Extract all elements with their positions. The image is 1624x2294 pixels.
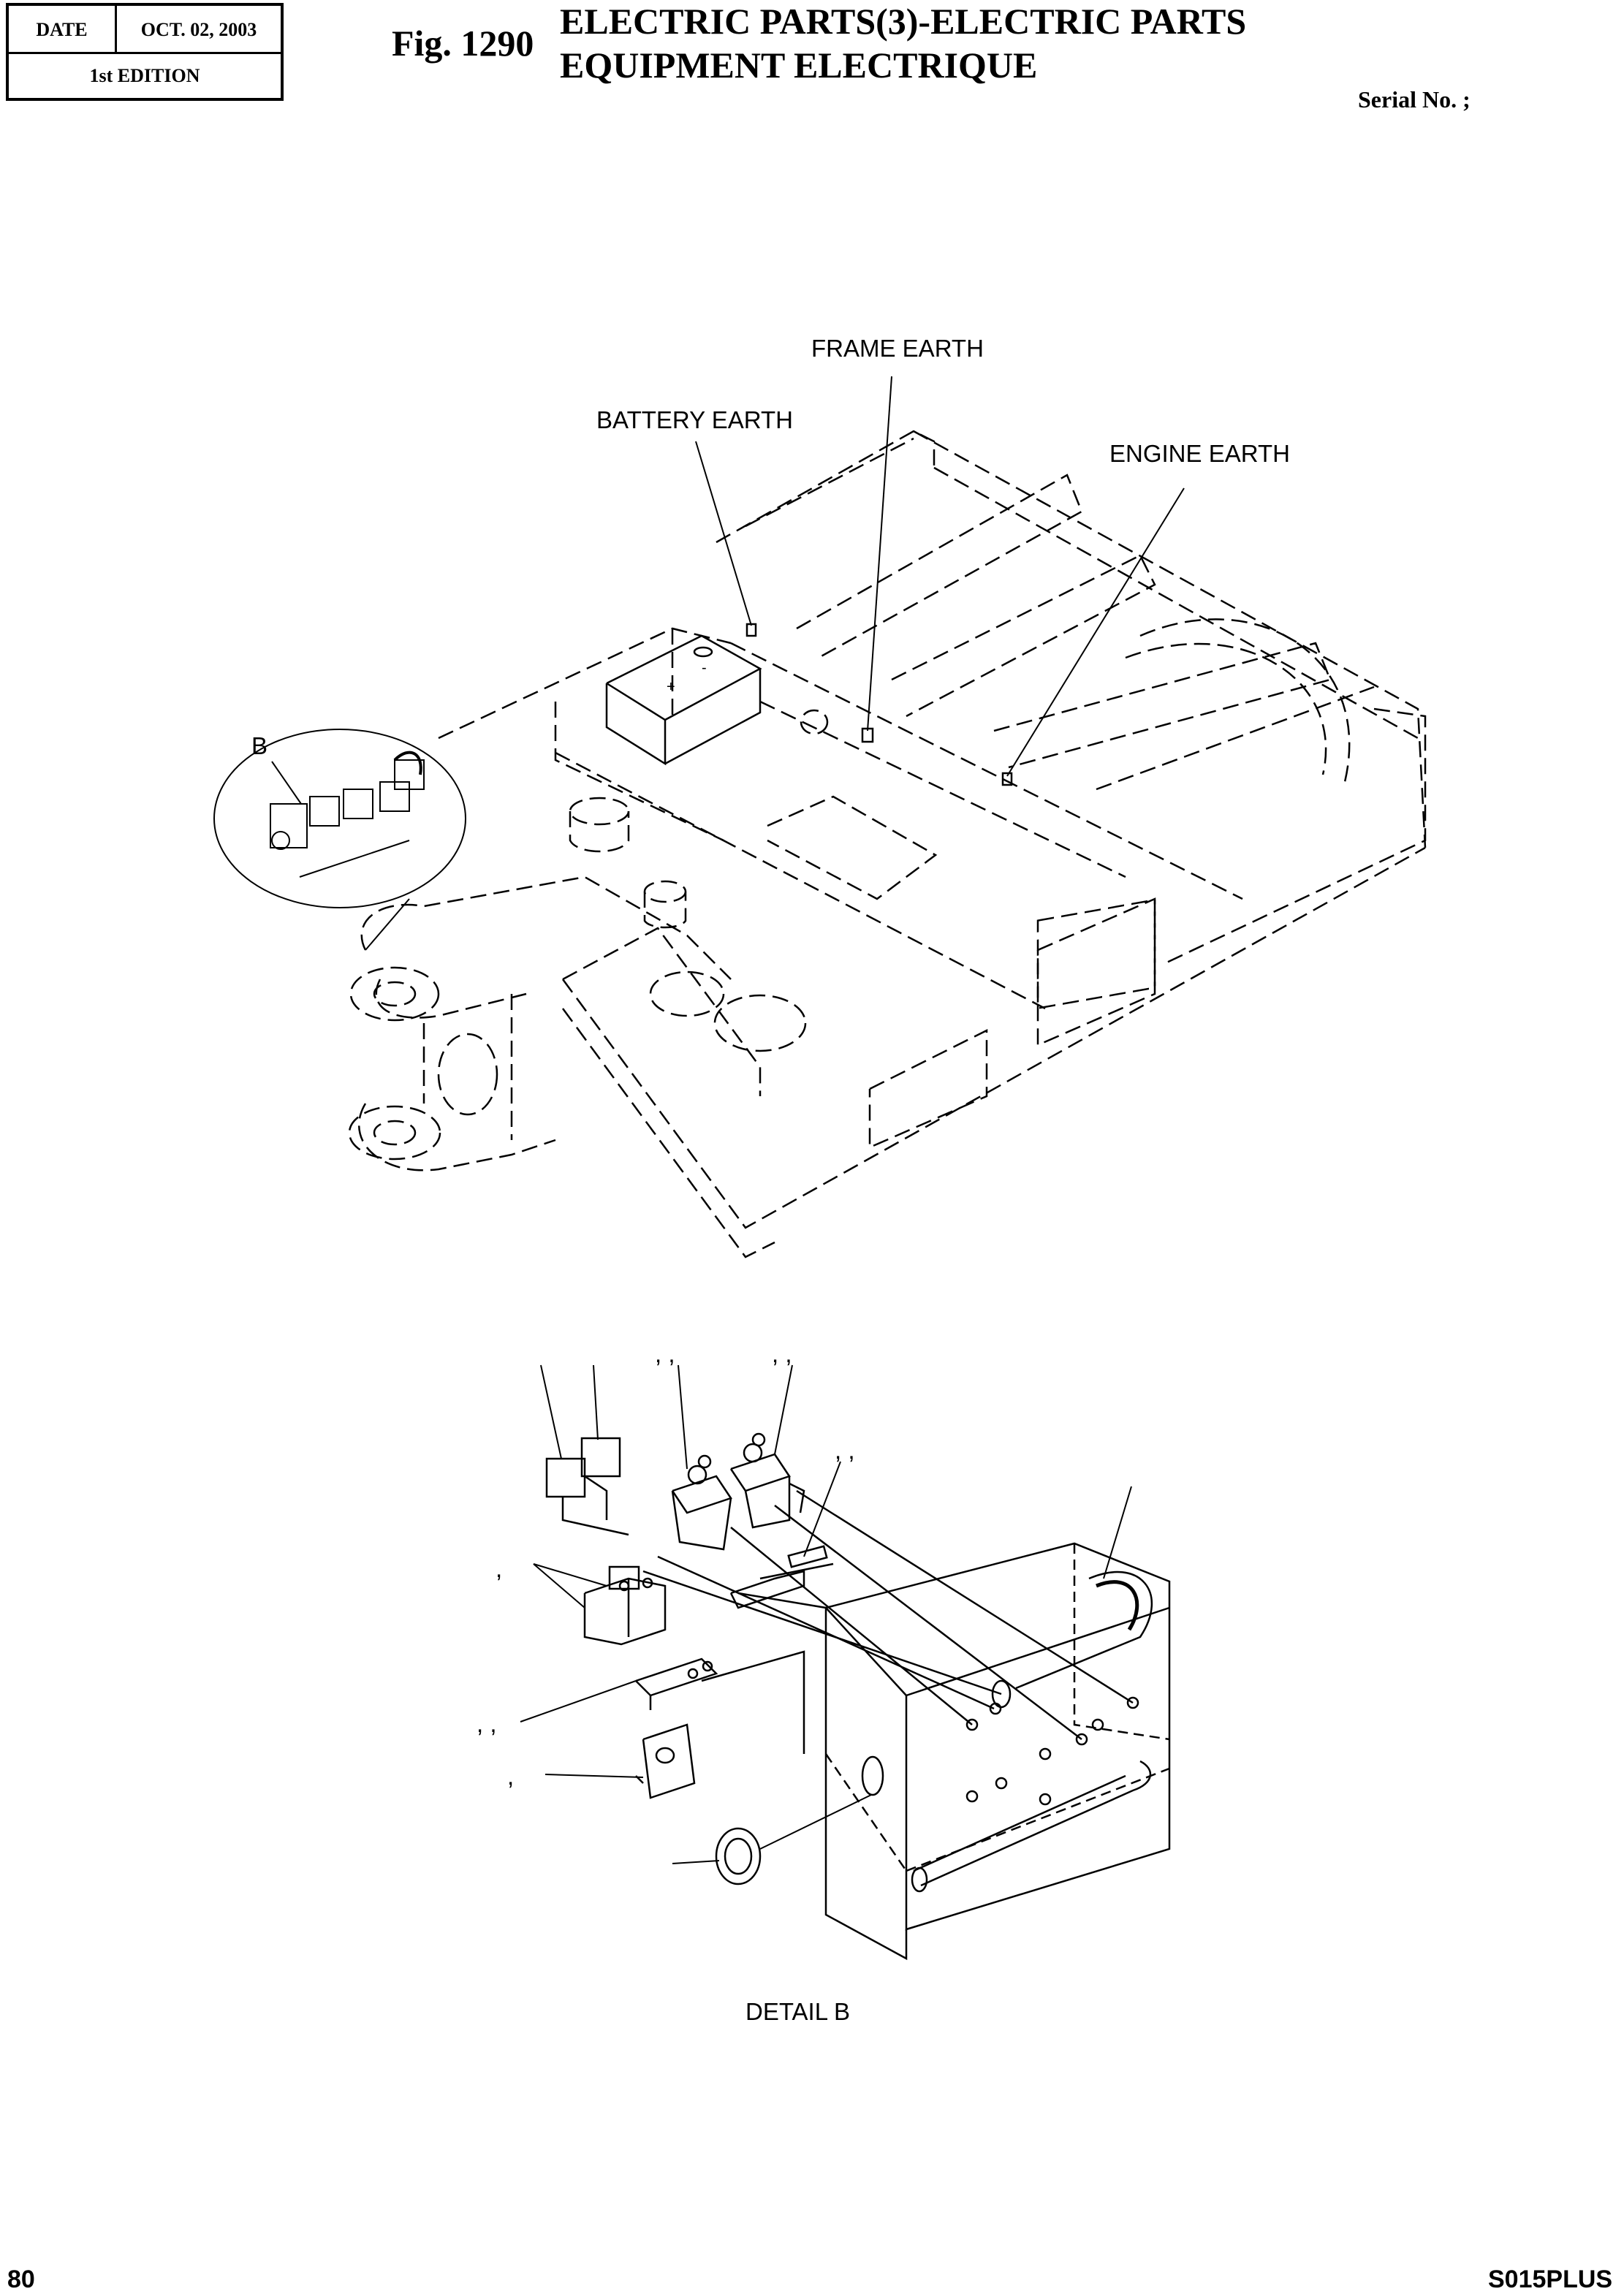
main-frame-drawing: [348, 430, 1427, 1258]
serial-number: Serial No. ;: [1358, 86, 1471, 113]
page-number: 80: [7, 2265, 35, 2293]
date-value: OCT. 02, 2003: [140, 19, 257, 40]
engine-earth-label: ENGINE EARTH: [1109, 440, 1290, 467]
battery-earth-label: BATTERY EARTH: [596, 406, 793, 433]
callout-comma-2: , ,: [772, 1340, 792, 1367]
detail-b-marker: B: [251, 732, 268, 759]
date-edition-box: DATE OCT. 02, 2003 1st EDITION: [6, 3, 284, 101]
battery-drawing: + -: [605, 634, 762, 766]
svg-text:+: +: [667, 679, 675, 695]
title-french: EQUIPMENT ELECTRIQUE: [560, 45, 1038, 86]
edition-label: 1st EDITION: [89, 65, 200, 86]
callout-comma-4: ,: [496, 1555, 503, 1582]
title-english: ELECTRIC PARTS(3)-ELECTRIC PARTS: [560, 1, 1247, 42]
svg-text:-: -: [702, 660, 707, 676]
detail-b-drawing: [520, 1364, 1171, 1961]
frame-earth-label: FRAME EARTH: [811, 335, 984, 362]
callout-comma-5: , ,: [477, 1710, 497, 1737]
callout-comma-1: , ,: [655, 1340, 675, 1367]
engine-earth-point: [1001, 772, 1013, 786]
callout-comma-3: , ,: [835, 1437, 855, 1464]
model-name: S015PLUS: [1488, 2265, 1613, 2293]
date-label: DATE: [9, 6, 117, 54]
figure-number: Fig. 1290: [392, 23, 534, 64]
callout-comma-6: ,: [507, 1763, 515, 1790]
detail-b-caption: DETAIL B: [745, 1998, 851, 2025]
battery-earth-point: [745, 623, 757, 637]
